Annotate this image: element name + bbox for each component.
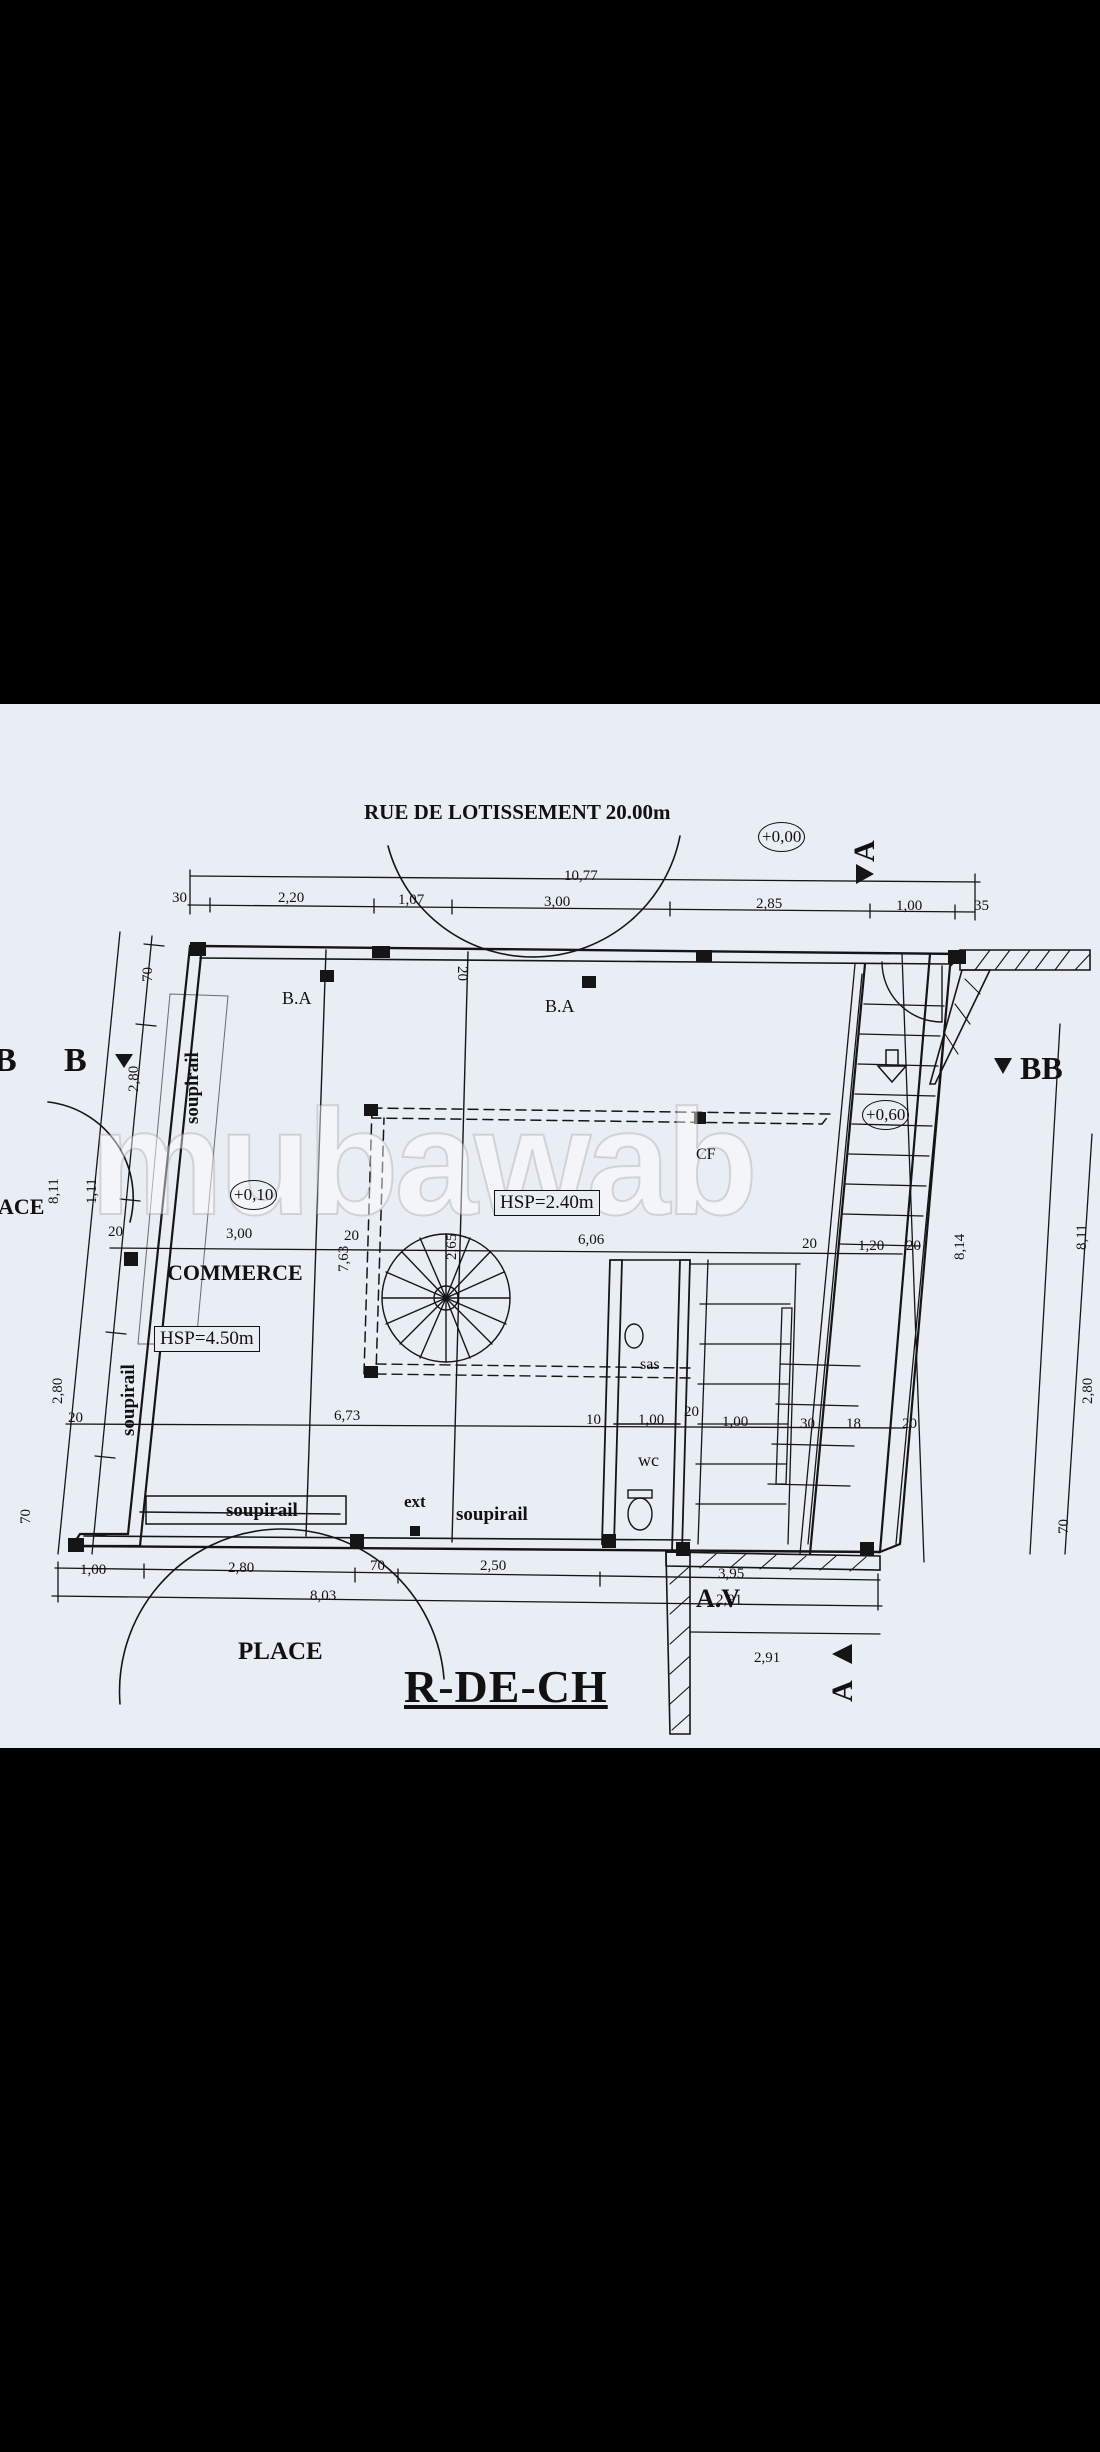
dim-line-right-814 (901, 953, 925, 1563)
section-arrow-b-left (115, 1054, 133, 1068)
dim-left-280-top: 2,80 (126, 1065, 142, 1092)
watermark: mubawab (89, 1077, 759, 1247)
dim-in-20-d: 20 (906, 1238, 921, 1254)
label-soupirail-left-bottom: soupirail (118, 1364, 139, 1436)
dim-bot-291b: 2,91 (754, 1650, 781, 1666)
dim-in-10: 10 (586, 1412, 601, 1428)
left-edge-label: ACE (0, 1194, 45, 1219)
section-left-cut: B (0, 1042, 17, 1079)
section-arrow-a-top (856, 864, 874, 884)
dim-top-285: 2,85 (756, 896, 783, 912)
dim-in-20-b: 20 (344, 1228, 359, 1244)
street-title: RUE DE LOTISSEMENT 20.00m (364, 800, 671, 824)
level-stair: +0,60 (862, 1100, 910, 1130)
dim-in-20-g: 20 (902, 1416, 917, 1432)
dim-left-70: 70 (140, 967, 156, 982)
interior-line-mid (451, 951, 469, 1543)
level-street: +0,00 (758, 822, 806, 852)
dim-line-left-outer (57, 931, 121, 1555)
dim-top-107: 1,07 (398, 892, 425, 908)
floor-plan-sheet: mubawab RUE DE LOTISSEMENT 20.00m +0,00 … (0, 704, 1100, 1748)
label-cf: CF (696, 1146, 716, 1163)
dim-right-70: 70 (1056, 1519, 1072, 1534)
spiral-staircase (381, 1233, 511, 1363)
floor-title: R-DE-CH (404, 1661, 608, 1712)
label-hsp-commerce: HSP=4.50m (154, 1326, 260, 1352)
dim-in-20-top: 20 (454, 966, 470, 981)
dim-right-280: 2,80 (1080, 1377, 1096, 1404)
dim-in-300: 3,00 (226, 1226, 253, 1242)
stair-wall-left (808, 962, 867, 1556)
dim-bot-395: 3,95 (718, 1566, 745, 1582)
section-marker-bb-right: BB (1020, 1050, 1063, 1086)
toilet-icon (627, 1497, 653, 1531)
dim-bot-291a: 2,91 (716, 1592, 743, 1608)
dim-top-220: 2,20 (278, 890, 305, 906)
dim-left-280-bot: 2,80 (50, 1377, 66, 1404)
dim-top-total: 10,77 (564, 868, 598, 884)
dim-top-30: 30 (172, 890, 187, 906)
label-soupirail-ext: soupirail (456, 1504, 528, 1525)
dim-bot-280: 2,80 (228, 1560, 255, 1576)
dim-in-18: 18 (846, 1416, 861, 1432)
dim-left-811: 8,11 (46, 1178, 62, 1204)
dim-line-top-parts (187, 904, 976, 913)
label-ba-left: B.A (282, 988, 312, 1008)
label-ext: ext (404, 1492, 426, 1511)
label-hsp-mezzanine: HSP=2.40m (494, 1190, 600, 1216)
dim-right-811: 8,11 (1074, 1224, 1090, 1250)
label-ba-right: B.A (545, 996, 575, 1016)
dim-in-763: 7,63 (336, 1245, 352, 1272)
dim-in-606: 6,06 (578, 1232, 605, 1248)
outer-wall-bottom (70, 1544, 882, 1554)
dim-right-814: 8,14 (952, 1233, 968, 1260)
dim-in-30: 30 (800, 1416, 815, 1432)
wc-walls (601, 1259, 691, 1553)
dim-in-673: 6,73 (334, 1408, 361, 1424)
section-arrow-a-bottom (832, 1644, 852, 1664)
dim-in-20-c: 20 (802, 1236, 817, 1252)
door-arc-bottom (118, 1528, 445, 1705)
dim-line-left-inner (91, 935, 153, 1555)
dim-bot-250: 2,50 (480, 1558, 507, 1574)
section-arrow-bb-right (994, 1058, 1012, 1074)
dim-in-20-a: 20 (108, 1224, 123, 1240)
label-av: A.V (696, 1584, 741, 1613)
floor-plan-drawing (47, 835, 1093, 1735)
dim-line-right-811 (1029, 1023, 1061, 1555)
dim-bot-803: 8,03 (310, 1588, 337, 1604)
interior-line-left (305, 949, 327, 1537)
dim-top-35: 35 (974, 898, 989, 914)
dim-in-20-e: 20 (68, 1410, 83, 1426)
dim-line-top-total (189, 875, 981, 883)
dim-in-100-a: 1,00 (638, 1412, 665, 1428)
dim-left-111: 1,11 (84, 1178, 100, 1204)
door-arc-top (387, 835, 681, 958)
dim-bot-100: 1,00 (80, 1562, 107, 1578)
dim-top-300: 3,00 (544, 894, 571, 910)
section-marker-a-bottom: A (826, 1680, 859, 1702)
dim-in-20-f: 20 (684, 1404, 699, 1420)
section-marker-a-top: A (848, 840, 881, 862)
dim-in-265: 2,65 (444, 1233, 460, 1260)
level-commerce: +0,10 (230, 1180, 278, 1210)
label-wc: wc (638, 1450, 659, 1470)
dim-line-bottom-parts (54, 1567, 881, 1581)
dim-in-120: 1,20 (858, 1238, 885, 1254)
dim-top-100: 1,00 (896, 898, 923, 914)
label-commerce: COMMERCE (167, 1260, 303, 1285)
outer-wall-top (198, 944, 964, 956)
dim-line-bottom-total (51, 1595, 883, 1607)
label-sas: sas (640, 1356, 660, 1373)
dim-bot-70: 70 (370, 1558, 385, 1574)
dim-left-70-bot: 70 (18, 1509, 34, 1524)
label-soupirail-bottom: soupirail (226, 1500, 298, 1521)
label-place: PLACE (238, 1638, 323, 1665)
label-soupirail-left-top: soupirail (182, 1052, 203, 1124)
dim-in-100-b: 1,00 (722, 1414, 749, 1430)
section-marker-b-left: B (64, 1042, 87, 1079)
